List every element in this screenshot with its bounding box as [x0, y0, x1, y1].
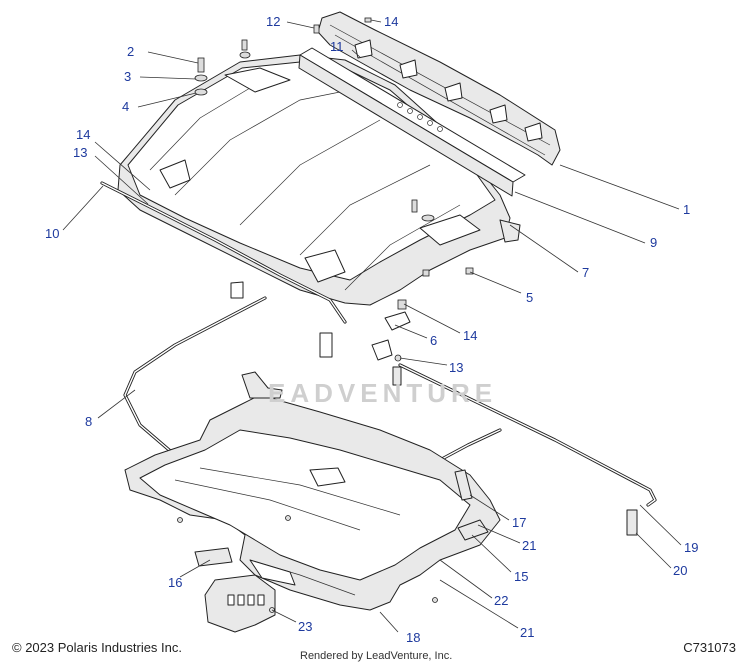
callout-21-lower: 21	[520, 625, 534, 640]
callout-15: 15	[514, 569, 528, 584]
rendered-by-text: Rendered by LeadVenture, Inc.	[300, 650, 453, 662]
callout-8: 8	[85, 414, 92, 429]
rod-19	[398, 363, 657, 507]
watermark-text: EADVENTURE	[268, 378, 498, 408]
callout-11: 11	[330, 39, 344, 54]
callout-16: 16	[168, 575, 182, 590]
copyright-text: © 2023 Polaris Industries Inc.	[12, 640, 182, 655]
callout-13-lower: 13	[449, 360, 463, 375]
callout-14-right: 14	[463, 328, 477, 343]
callout-20: 20	[673, 563, 687, 578]
callout-13-upper: 13	[73, 145, 87, 160]
callout-7: 7	[582, 265, 589, 280]
rear-bar-9	[298, 47, 526, 197]
rear-bracket-1	[317, 11, 561, 166]
callout-5: 5	[526, 290, 533, 305]
callout-2: 2	[127, 44, 134, 59]
callout-17: 17	[512, 515, 526, 530]
callout-6: 6	[430, 333, 437, 348]
callout-21-upper: 21	[522, 538, 536, 553]
callout-14-top: 14	[384, 14, 398, 29]
callout-9: 9	[650, 235, 657, 250]
callout-10: 10	[45, 226, 59, 241]
callout-1: 1	[683, 202, 690, 217]
callout-18: 18	[406, 630, 420, 645]
diagram-code: C731073	[683, 640, 736, 655]
seal-strip-10	[100, 181, 347, 324]
hardware	[177, 17, 638, 633]
callout-12: 12	[266, 14, 280, 29]
callout-3: 3	[124, 69, 131, 84]
headliner-18	[124, 371, 501, 611]
callout-22: 22	[494, 593, 508, 608]
callout-19: 19	[684, 540, 698, 555]
leader-lines	[62, 19, 682, 633]
callout-23: 23	[298, 619, 312, 634]
callout-4: 4	[122, 99, 129, 114]
callout-14-left: 14	[76, 127, 90, 142]
callouts: 1 2 3 4 5 6 7 8 9 10 11 12 13 13 14 14 1…	[45, 14, 698, 645]
